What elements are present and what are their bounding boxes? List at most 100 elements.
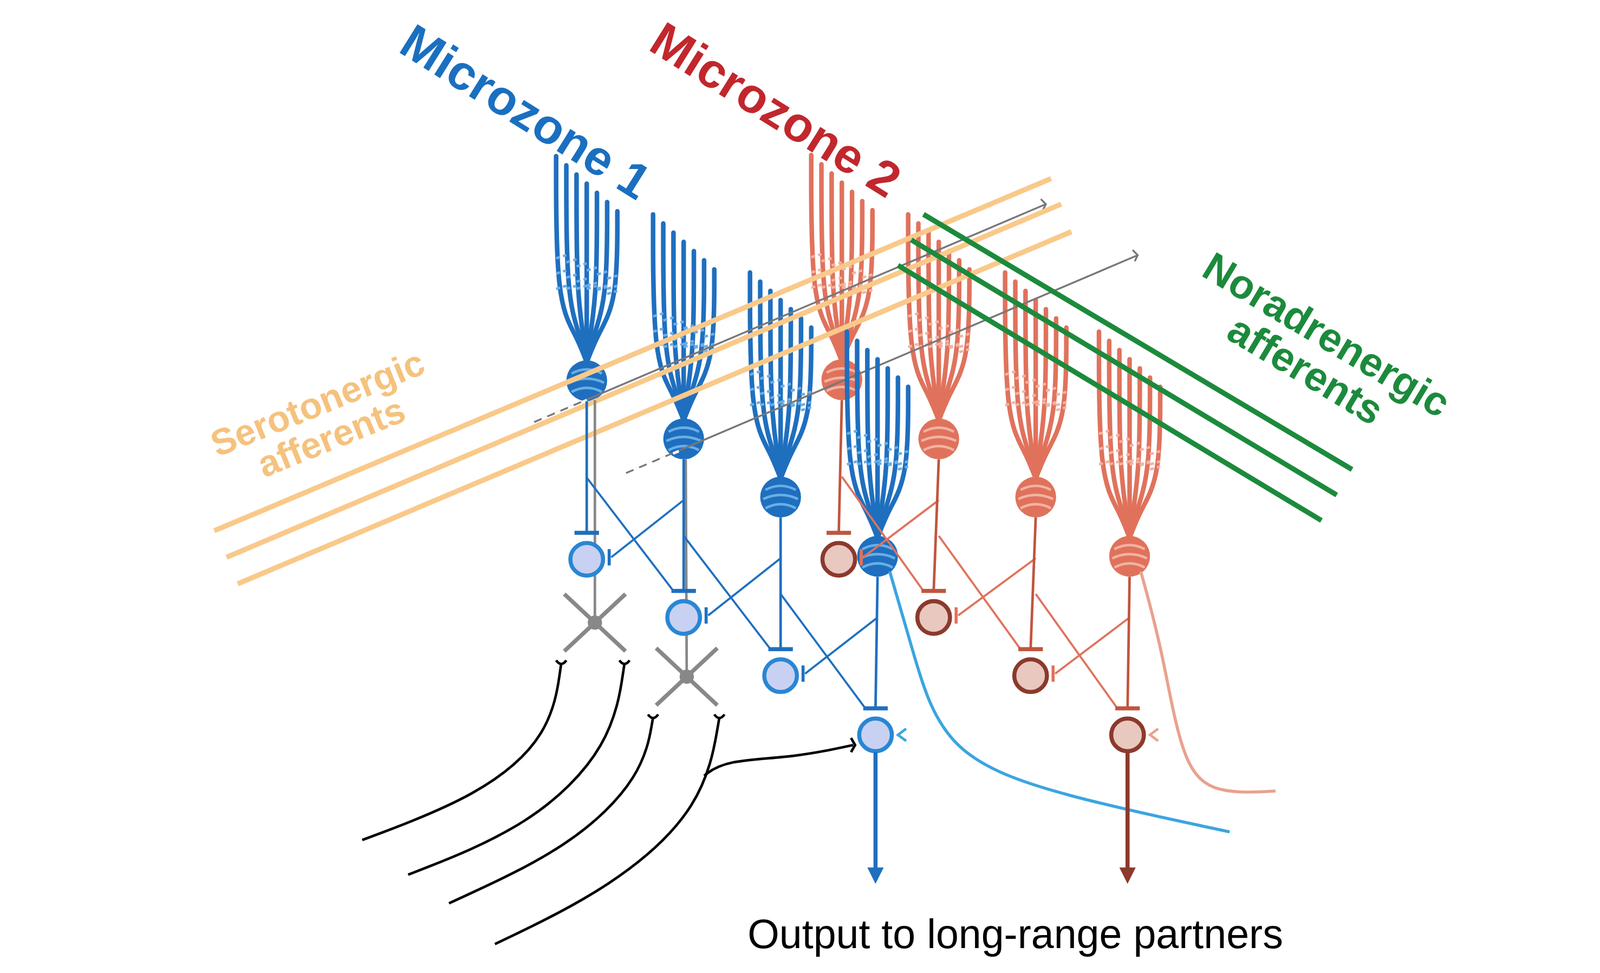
purkinje-soma — [663, 418, 705, 459]
grey-axon — [593, 400, 597, 623]
trees-front — [847, 331, 909, 577]
spine-segment — [918, 332, 929, 336]
x-cross — [655, 647, 718, 706]
dendrite — [653, 214, 685, 421]
spine-segment — [1098, 430, 1110, 434]
spine-segment — [887, 461, 899, 465]
red-projection — [1140, 571, 1276, 792]
x-node — [587, 615, 602, 630]
spine-segment — [928, 321, 939, 325]
spine-segment — [1056, 407, 1067, 411]
spine-segment — [576, 285, 587, 290]
zone-title: Microzone 1 — [392, 16, 659, 208]
dendrite — [586, 211, 618, 363]
spine-segment — [1035, 401, 1046, 406]
spine-segment — [857, 434, 868, 439]
spine-segment — [653, 328, 664, 333]
spine-segment — [898, 461, 909, 465]
axon — [682, 459, 686, 591]
spine-segment — [770, 394, 781, 399]
spine-segment — [1056, 391, 1067, 395]
spine-segment — [821, 258, 832, 262]
spine-segment — [663, 343, 674, 348]
spine-segment — [1149, 451, 1161, 455]
spine-segment — [851, 270, 863, 274]
spine-segment — [760, 401, 771, 406]
axon-collateral — [804, 617, 878, 674]
spine-segment — [1109, 450, 1120, 454]
spine-segment — [1045, 401, 1057, 406]
soma-stripe — [1114, 544, 1146, 550]
spine-segment — [1015, 375, 1026, 379]
spine-segment — [760, 375, 771, 379]
mossy-collateral — [704, 744, 854, 776]
spine-segment — [1109, 434, 1120, 439]
axon — [585, 400, 589, 533]
spine-segment — [596, 271, 608, 275]
afferent-label: Serotonergic afferents — [205, 343, 444, 497]
inhibitory-terminal — [1051, 665, 1055, 682]
dendrite — [867, 349, 878, 538]
spine-segment — [948, 343, 960, 348]
dendrite — [556, 155, 588, 363]
soma-stripe — [571, 387, 602, 393]
spine-segment — [663, 332, 674, 336]
spine-segment — [831, 277, 842, 281]
dendrite — [1025, 290, 1036, 479]
spine-segment — [1098, 461, 1110, 465]
spine-segment — [770, 401, 781, 406]
axon-collateral — [938, 535, 1021, 649]
axon-collateral — [863, 499, 939, 558]
spine-segment — [1139, 461, 1150, 465]
spine-segment — [1119, 438, 1130, 442]
soma-stripe — [1111, 554, 1147, 559]
spine-segment — [566, 274, 577, 278]
spine-segment — [867, 453, 878, 458]
soma-stripe — [765, 504, 796, 509]
purkinje-soma — [1109, 535, 1150, 577]
inhibitory-terminal — [801, 665, 805, 682]
soma-stripe — [826, 386, 857, 392]
grey-fibre-dash — [620, 449, 684, 476]
inhibitory-terminal — [704, 607, 708, 624]
spine-segment — [1129, 443, 1141, 447]
spine-segment — [1056, 401, 1067, 406]
spine-segment — [673, 343, 684, 348]
output-label: Output to long-range partners — [747, 913, 1284, 954]
spine-segment — [1015, 401, 1026, 406]
spine-segment — [1025, 401, 1036, 406]
fibre-terminal — [556, 660, 567, 665]
axon-collateral — [707, 558, 781, 616]
dendrite — [673, 232, 684, 421]
spine-segment — [586, 285, 597, 290]
spine-segment — [1005, 371, 1016, 375]
spine-segment — [847, 461, 858, 465]
spine-segment — [683, 343, 694, 348]
spine-segment — [928, 336, 939, 341]
spine-segment — [607, 290, 618, 295]
soma-stripe — [921, 436, 956, 441]
spine-segment — [607, 275, 618, 279]
soma-stripe — [923, 445, 954, 451]
spine-segment — [811, 254, 822, 258]
spine-segment — [908, 313, 919, 317]
serotonergic-fibre — [214, 178, 1052, 531]
soma-stripe — [763, 495, 798, 500]
purkinje-cell — [1005, 272, 1067, 518]
grey-fibre-dash — [528, 398, 593, 425]
spine-segment — [1025, 394, 1036, 399]
spine-segment — [596, 285, 608, 290]
x-node — [679, 669, 694, 684]
soma-stripe — [1018, 495, 1053, 500]
spine-segment — [750, 401, 761, 406]
inhibitory-terminal — [574, 530, 600, 536]
mossy-fibre — [495, 717, 720, 944]
spine-segment — [918, 317, 929, 321]
spine-segment — [663, 317, 674, 321]
fibre-terminal — [1132, 250, 1138, 262]
axon-collateral — [841, 476, 924, 591]
fibre-terminal — [714, 714, 725, 719]
spine-segment — [673, 321, 684, 325]
dendrite — [566, 165, 588, 363]
inhibitory-terminal — [859, 549, 863, 566]
